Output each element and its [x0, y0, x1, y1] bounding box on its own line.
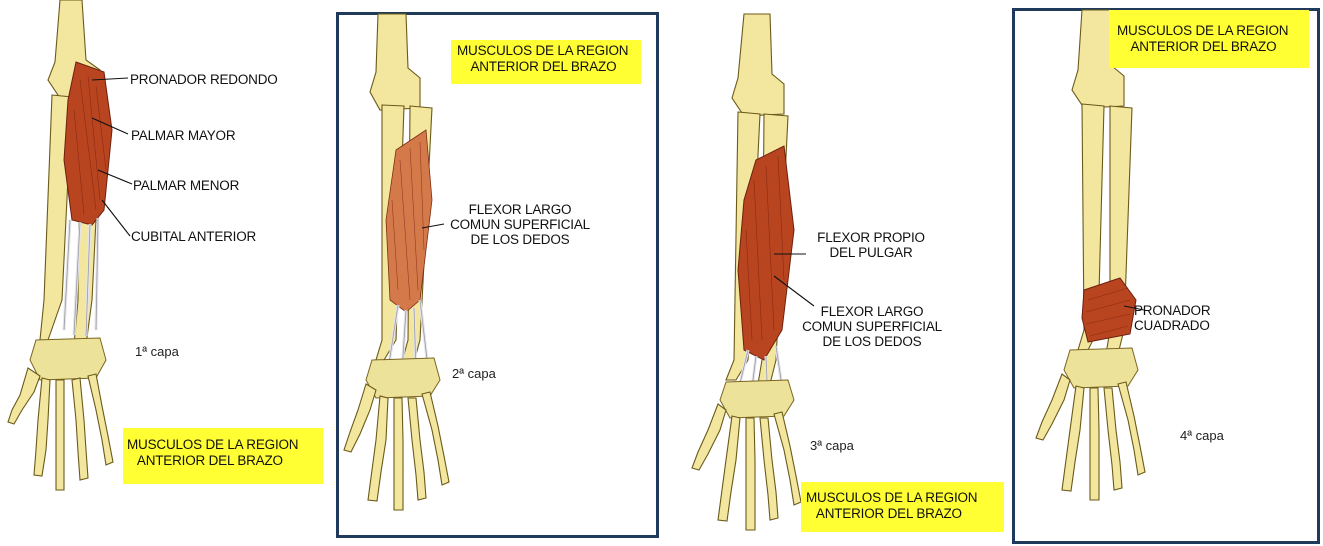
panel-layer-4: PRONADOR CUADRADO 4ª capa MUSCULOS DE LA… — [1012, 0, 1323, 546]
section-title-box: MUSCULOS DE LA REGION ANTERIOR DEL BRAZO — [801, 482, 1004, 532]
label-flexor-largo-comun: FLEXOR LARGO COMUN SUPERFICIAL DE LOS DE… — [792, 304, 952, 349]
section-title-box: MUSCULOS DE LA REGION ANTERIOR DEL BRAZO — [451, 40, 641, 84]
panel-layer-3: FLEXOR PROPIO DEL PULGAR FLEXOR LARGO CO… — [664, 0, 1010, 546]
panel-layer-2: FLEXOR LARGO COMUN SUPERFICIAL DE LOS DE… — [336, 0, 659, 546]
label-palmar-mayor: PALMAR MAYOR — [131, 128, 235, 143]
label-flexor-propio-pulgar: FLEXOR PROPIO DEL PULGAR — [796, 230, 946, 260]
label-pronador-cuadrado: PRONADOR CUADRADO — [1134, 303, 1210, 333]
label-cubital-anterior: CUBITAL ANTERIOR — [131, 229, 256, 244]
layer-caption: 1ª capa — [135, 344, 179, 359]
layer-caption: 4ª capa — [1180, 428, 1224, 443]
layer-caption: 3ª capa — [810, 438, 854, 453]
label-palmar-menor: PALMAR MENOR — [133, 178, 239, 193]
label-pronador-redondo: PRONADOR REDONDO — [130, 72, 278, 87]
layer-caption: 2ª capa — [452, 366, 496, 381]
forearm-illustration-layer-3 — [664, 0, 1010, 546]
section-title-box: MUSCULOS DE LA REGION ANTERIOR DEL BRAZO — [1109, 10, 1309, 68]
label-flexor-largo-comun: FLEXOR LARGO COMUN SUPERFICIAL DE LOS DE… — [440, 202, 600, 247]
forearm-illustration-layer-4 — [1012, 0, 1323, 546]
panel-layer-1: PRONADOR REDONDO PALMAR MAYOR PALMAR MEN… — [0, 0, 335, 546]
section-title-box: MUSCULOS DE LA REGION ANTERIOR DEL BRAZO — [123, 428, 323, 484]
